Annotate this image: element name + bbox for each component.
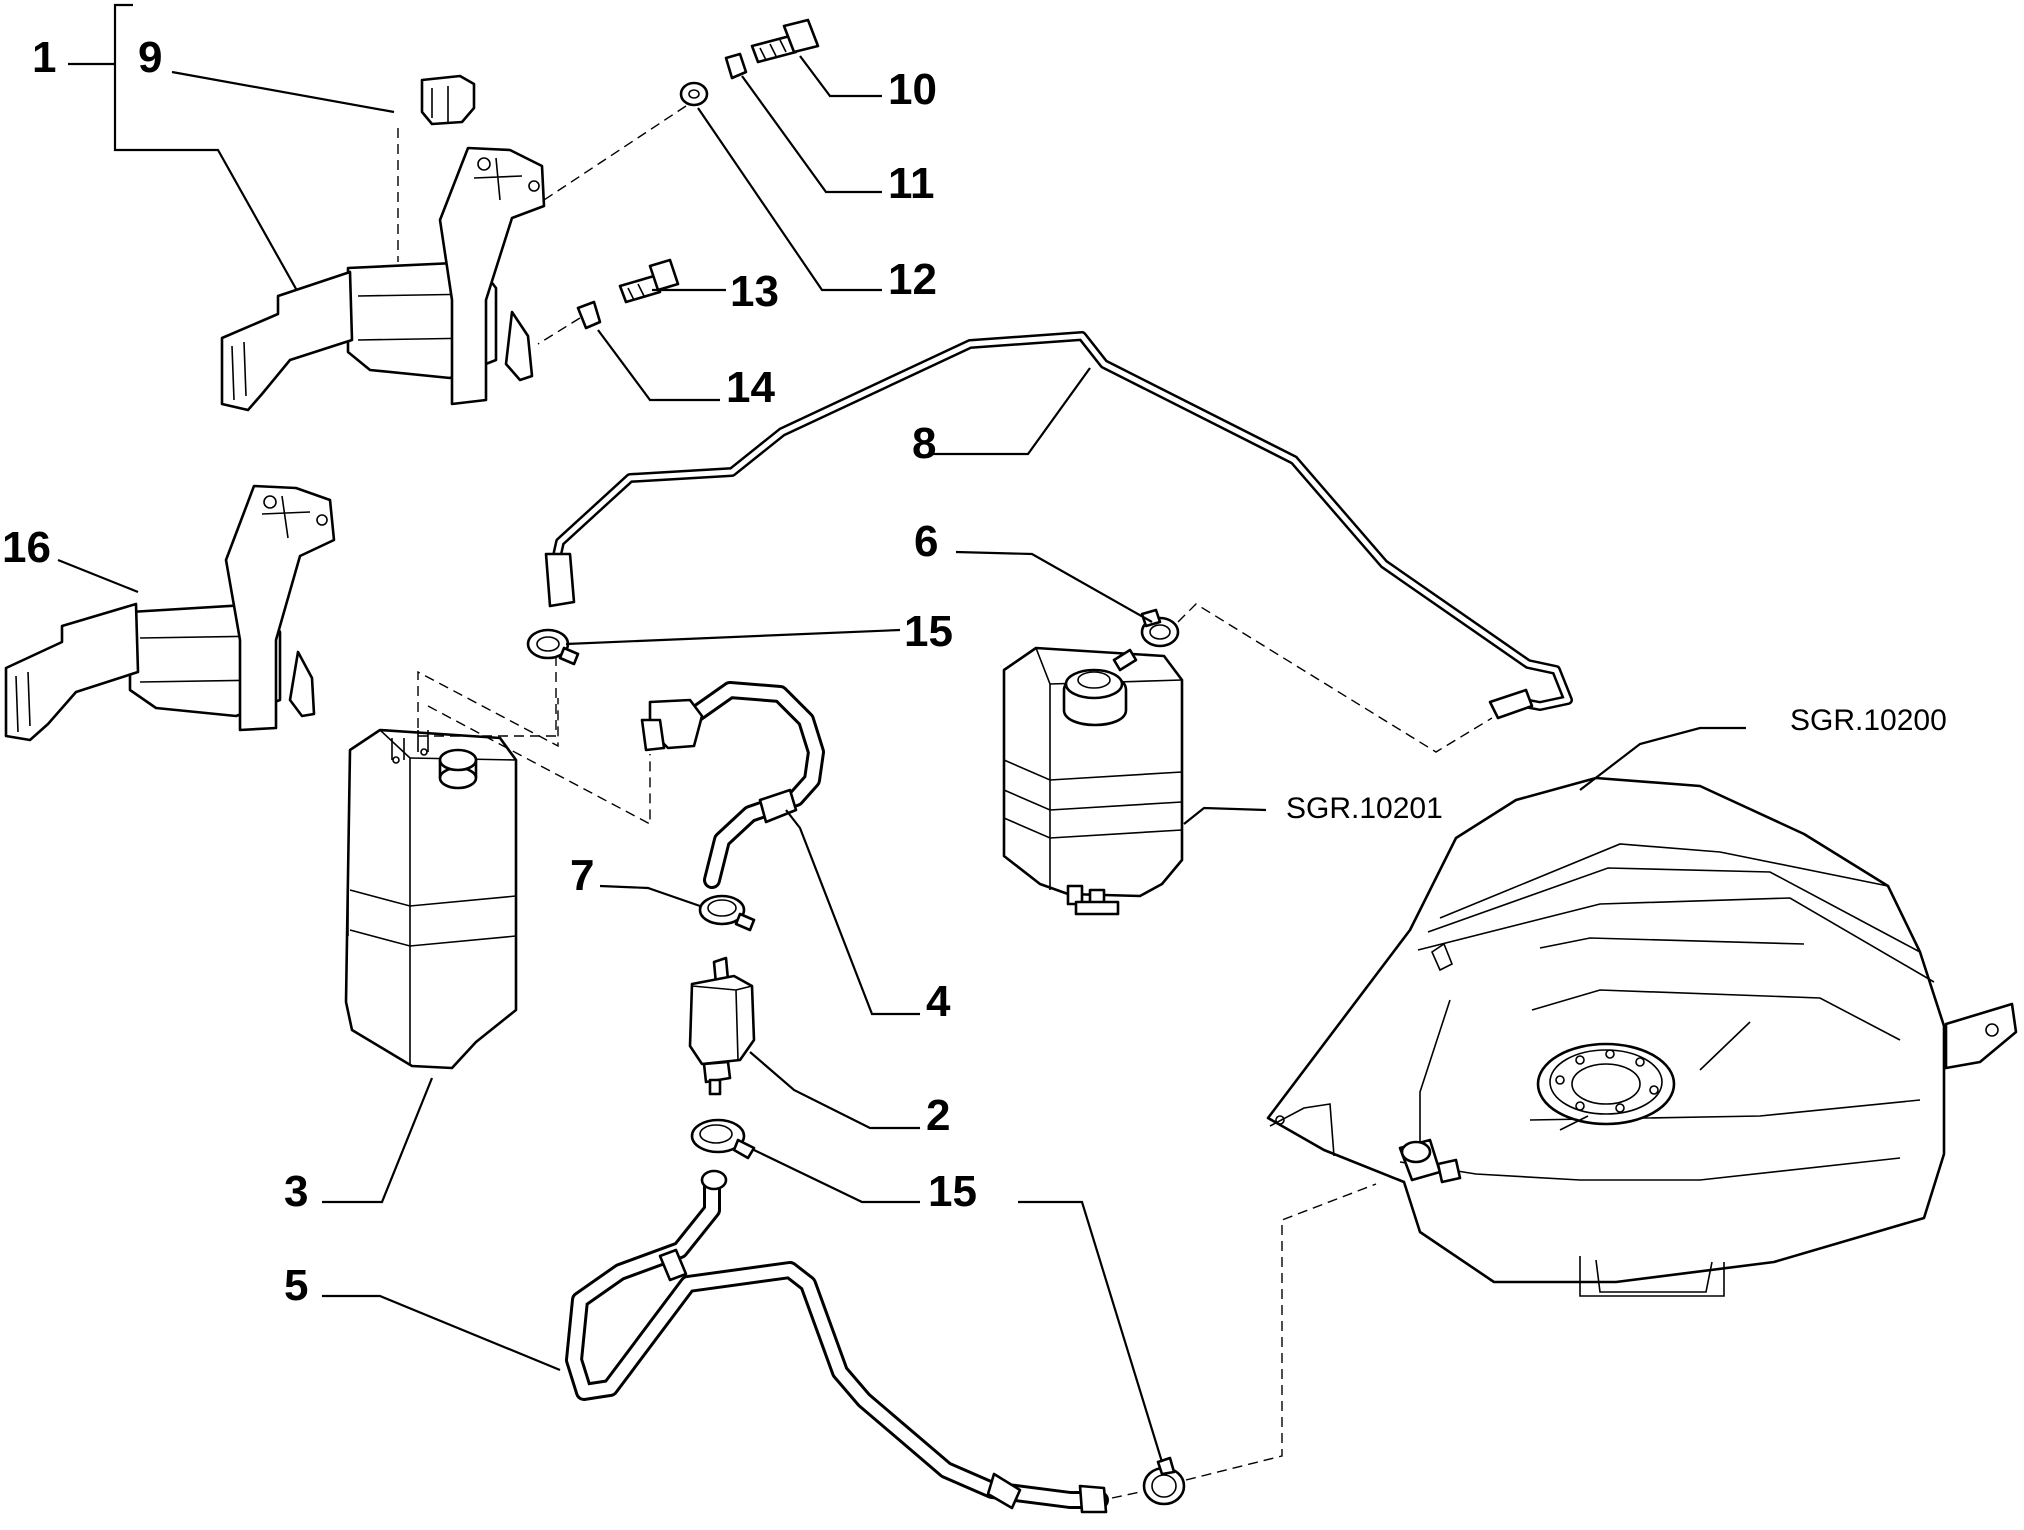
fuel-tank — [1266, 776, 2018, 1297]
callout-11: 11 — [888, 159, 935, 208]
part-2-fuel-filter — [688, 956, 756, 1096]
part-13-bolt — [618, 258, 680, 304]
part-16-canister-bracket — [4, 484, 336, 742]
part-10-bolt — [750, 18, 820, 64]
callout-5: 5 — [284, 1261, 308, 1310]
part-9-clip — [397, 74, 476, 262]
part-15-clamp-tank-end — [1111, 1183, 1377, 1506]
ref-fuel-tank: SGR.10200 — [1790, 704, 1947, 737]
part-4-hose — [640, 681, 825, 889]
part-14-lock-washer — [576, 300, 602, 330]
callout-2: 2 — [926, 1091, 950, 1140]
callout-15-lower: 15 — [928, 1167, 977, 1216]
callout-15-upper: 15 — [904, 607, 953, 656]
callout-6: 6 — [914, 517, 938, 566]
callout-12: 12 — [888, 255, 937, 304]
part-11-lock-washer — [724, 52, 748, 80]
part-6-clamp — [1140, 603, 1493, 753]
part-3-charcoal-canister — [344, 670, 651, 1070]
leader-lines — [57, 55, 1746, 1463]
part-8-vapour-pipe — [418, 331, 1573, 737]
part-15-clamp-lower — [690, 1118, 756, 1160]
expansion-tank — [1002, 646, 1184, 916]
callout-4: 4 — [926, 977, 951, 1026]
callout-7: 7 — [570, 851, 594, 900]
part-12-washer — [679, 81, 709, 107]
bolt-alignment-line-lower — [537, 317, 581, 345]
callout-9: 9 — [138, 33, 162, 82]
callout-1-bracket — [68, 3, 301, 297]
part-5-hose — [565, 1169, 1109, 1514]
bolt-alignment-line-upper — [543, 105, 687, 201]
callout-3: 3 — [284, 1167, 308, 1216]
callout-13: 13 — [730, 267, 779, 316]
part-15-clamp-upper — [526, 628, 580, 666]
callout-1: 1 — [32, 33, 56, 82]
callout-8: 8 — [912, 419, 936, 468]
part-1-canister-bracket — [220, 146, 546, 412]
callout-10: 10 — [888, 65, 937, 114]
part-7-clamp — [698, 894, 756, 932]
ref-expansion-tank: SGR.10201 — [1286, 792, 1443, 825]
callout-16: 16 — [2, 523, 51, 572]
callout-14: 14 — [726, 363, 775, 412]
